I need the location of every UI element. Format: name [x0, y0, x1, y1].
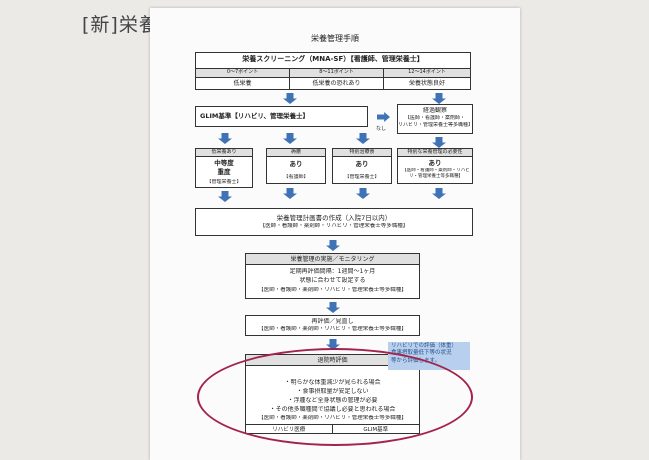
category-low-nutrition: 低栄養あり 中等度 重度 【管理栄養士】 — [195, 148, 253, 188]
category-foot: 【管理栄養士】 — [344, 174, 380, 180]
screening-box: 栄養スクリーニング（MNA-SF）【看護師、管理栄養士】 0～7ポイント 8～1… — [195, 52, 471, 90]
category-pressure-ulcer: 褥瘡 あり 【看護師】 — [266, 148, 326, 184]
plan-box: 栄養管理計画書の作成（入院7日以内） 【医師・看護師・薬剤師・リハビリ・管理栄養… — [195, 208, 473, 236]
monitoring-interval: 定期再評価間隔：1週間～1ヶ月 — [289, 268, 376, 275]
arrow-right-icon — [377, 112, 390, 122]
result-col-1: 低栄養 — [196, 77, 290, 89]
arrow-down-icon — [326, 339, 340, 350]
arrow-down-icon — [326, 240, 340, 251]
glim-title: GLIM基準【リハビリ、管理栄養士】 — [200, 112, 309, 120]
observation-line-2: 【医師・看護師・薬剤師・ — [404, 115, 465, 122]
monitoring-note: 状態に合わせて設定する — [299, 277, 366, 284]
monitoring-staff: 【医師・看護師・薬剤師・リハビリ・管理栄養士等多職種】 — [258, 287, 407, 293]
category-header: 特別な栄養管理の必要性 — [398, 149, 472, 157]
category-foot: 【看護師】 — [283, 174, 309, 180]
screening-title: 栄養スクリーニング（MNA-SF）【看護師、管理栄養士】 — [242, 55, 424, 63]
category-value-1: 中等度 — [214, 159, 234, 167]
score-col-1: 0～7ポイント — [196, 68, 290, 77]
reevaluation-box: 再評価／見直し 【医師・看護師・薬剤師・リハビリ・管理栄養士等多職種】 — [245, 315, 420, 336]
monitoring-header: 栄養管理の実施／モニタリング — [246, 254, 419, 265]
arrow-down-icon — [283, 93, 297, 104]
plan-title: 栄養管理計画書の作成（入院7日以内） — [276, 214, 392, 222]
none-label: なし — [376, 126, 387, 132]
category-foot: 【管理栄養士】 — [206, 179, 242, 185]
arrow-down-icon — [218, 133, 232, 144]
category-foot: 【医師・看護師・薬剤師・リハビリ・管理栄養士等多職種】 — [402, 168, 470, 179]
arrow-down-icon — [432, 188, 446, 199]
emphasis-ellipse — [197, 348, 473, 446]
category-header: 低栄養あり — [196, 149, 252, 157]
observation-line-3: リハビリ・管理栄養士等多職種】 — [398, 121, 472, 128]
document-title: 栄養管理手順 — [311, 34, 359, 43]
reevaluation-staff: 【医師・看護師・薬剤師・リハビリ・管理栄養士等多職種】 — [258, 326, 407, 333]
category-value-1: あり — [355, 160, 369, 168]
category-value-1: あり — [289, 160, 303, 168]
category-header: 特別治療食 — [333, 149, 391, 157]
category-header: 褥瘡 — [267, 149, 325, 157]
reevaluation-title: 再評価／見直し — [311, 318, 354, 325]
observation-box: 経過観察 【医師・看護師・薬剤師・ リハビリ・管理栄養士等多職種】 — [397, 104, 473, 134]
category-value-1: あり — [428, 159, 442, 167]
arrow-down-icon — [432, 137, 446, 148]
glim-box: GLIM基準【リハビリ、管理栄養士】 — [195, 106, 368, 127]
arrow-down-icon — [283, 133, 297, 144]
category-value-2: 重度 — [217, 168, 231, 176]
score-col-2: 8～11ポイント — [290, 68, 384, 77]
score-col-3: 12～14ポイント — [384, 68, 470, 77]
monitoring-box: 栄養管理の実施／モニタリング 定期再評価間隔：1週間～1ヶ月 状態に合わせて設定… — [245, 253, 420, 299]
result-col-2: 低栄養の恐れあり — [290, 77, 384, 89]
category-special-diet: 特別治療食 あり 【管理栄養士】 — [332, 148, 392, 184]
highlight-line-1: リハビリでの評価（体重） — [391, 343, 458, 349]
category-special-management: 特別な栄養管理の必要性 あり 【医師・看護師・薬剤師・リハビリ・管理栄養士等多職… — [397, 148, 473, 184]
arrow-down-icon — [326, 302, 340, 313]
highlight-line-2: 食事摂取量低下等の状況 — [391, 350, 452, 357]
result-col-3: 栄養状態良好 — [384, 77, 470, 89]
arrow-down-icon — [218, 191, 232, 202]
arrow-down-icon — [283, 188, 297, 199]
plan-staff: 【医師・看護師・薬剤師・リハビリ・管理栄養士等多職種】 — [259, 222, 409, 229]
arrow-down-icon — [432, 93, 446, 104]
arrow-down-icon — [356, 188, 370, 199]
arrow-down-icon — [356, 133, 370, 144]
observation-title: 経過観察 — [422, 107, 447, 114]
